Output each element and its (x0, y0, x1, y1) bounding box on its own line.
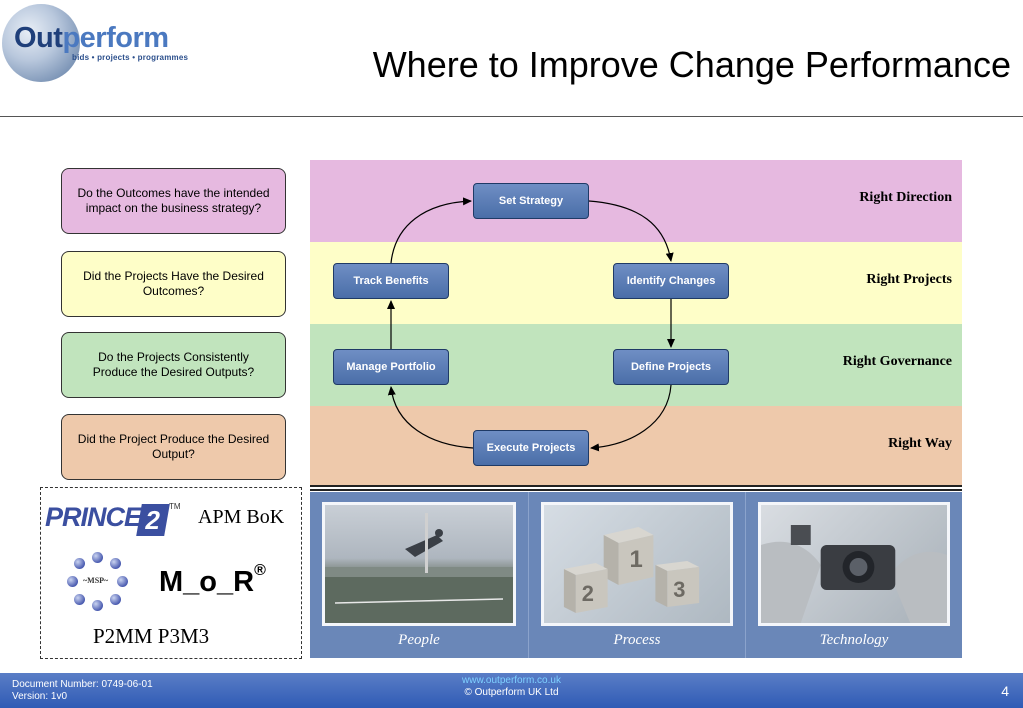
node-track-benefits: Track Benefits (333, 263, 449, 299)
document-number: Document Number: 0749-06-01 (12, 679, 153, 690)
outperform-logo: Outperform bids • projects • programmes (0, 0, 200, 85)
logo-tagline: bids • projects • programmes (72, 53, 189, 62)
photo-column-technology: Technology (745, 492, 962, 658)
band-label: Right Direction (859, 190, 952, 205)
logo-globe-icon (2, 4, 80, 82)
band-separator (310, 489, 962, 491)
high-jump-image-icon (325, 513, 513, 623)
svg-text:2: 2 (582, 581, 594, 606)
p2mm-p3m3-label: P2MM P3M3 (93, 624, 210, 648)
numbered-blocks-image-icon: 1 2 3 (563, 527, 700, 613)
node-set-strategy: Set Strategy (473, 183, 589, 219)
band-right-way: Right Way (310, 406, 962, 486)
node-identify-changes: Identify Changes (613, 263, 729, 299)
question-projects-outcomes: Did the Projects Have the Desired Outcom… (61, 251, 286, 317)
photo-panel: People 1 2 3 Process (310, 492, 962, 658)
node-define-projects: Define Projects (613, 349, 729, 385)
msp-logo-icon: ~MSP~ (65, 552, 131, 612)
website-link[interactable]: www.outperform.co.uk (462, 675, 561, 686)
band-label: Right Way (888, 436, 952, 451)
photo-column-people: People (310, 492, 528, 658)
footer-center: www.outperform.co.uk © Outperform UK Ltd (0, 675, 1023, 699)
node-execute-projects: Execute Projects (473, 430, 589, 466)
header-divider (0, 116, 1023, 117)
photo-caption-process: Process (613, 632, 661, 648)
logo-wordmark: Outperform (14, 22, 169, 54)
band-label: Right Governance (842, 354, 952, 369)
photo-column-process: 1 2 3 Process (528, 492, 745, 658)
slide-title: Where to Improve Change Performance (372, 44, 1011, 85)
node-manage-portfolio: Manage Portfolio (333, 349, 449, 385)
copyright-text: © Outperform UK Ltd (464, 687, 559, 698)
band-right-direction: Right Direction (310, 160, 962, 242)
question-outcomes-impact: Do the Outcomes have the intended impact… (61, 168, 286, 234)
process-photo: 1 2 3 (541, 502, 733, 626)
prince2-trademark: TM (169, 502, 181, 511)
camera-hands-image-icon (761, 525, 947, 623)
page-number: 4 (1001, 683, 1009, 699)
band-separator (310, 485, 962, 487)
technology-photo (758, 502, 950, 626)
svg-text:1: 1 (630, 546, 643, 573)
footer-doc-info: Document Number: 0749-06-01 Version: 1v0 (12, 679, 153, 703)
photo-caption-technology: Technology (819, 632, 889, 648)
methods-box: PRINCE 2 TM APM BoK ~MSP~ M_o_R® P2MM P3… (40, 487, 302, 659)
mor-logo: M_o_R® (159, 562, 266, 598)
prince2-logo: PRINCE (45, 502, 142, 532)
band-label: Right Projects (866, 272, 952, 287)
footer-bar: Document Number: 0749-06-01 Version: 1v0… (0, 673, 1023, 708)
svg-text:3: 3 (673, 577, 685, 602)
people-photo (322, 502, 516, 626)
question-project-output: Did the Project Produce the Desired Outp… (61, 414, 286, 480)
document-version: Version: 1v0 (12, 691, 68, 702)
prince2-number: 2 (136, 504, 170, 536)
question-projects-outputs: Do the Projects Consistently Produce the… (61, 332, 286, 398)
msp-label: ~MSP~ (83, 576, 109, 585)
apm-bok-label: APM BoK (198, 506, 285, 528)
photo-caption-people: People (398, 632, 440, 648)
